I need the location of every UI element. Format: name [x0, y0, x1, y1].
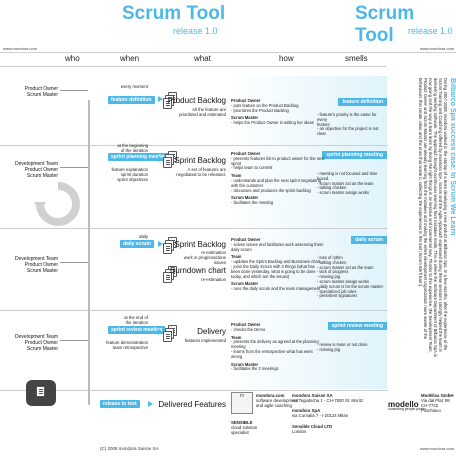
row3-arrow-icon	[158, 241, 163, 247]
row4-artdesc: features implemented	[184, 338, 226, 343]
title-right: Scrum Tool	[355, 3, 415, 46]
final-artifact: Delivered Features	[158, 400, 226, 409]
row3-smells: - loss of rythm- talking chicken- scrum …	[317, 255, 383, 299]
document-stack-icon	[163, 237, 179, 255]
copyright: (C) 2008 mondora Suisse SA	[100, 446, 159, 451]
flow-line	[88, 100, 90, 405]
row-divider	[0, 310, 388, 311]
final-arrow-icon	[148, 401, 153, 407]
success-case-heading: Bilbarco Spa success case: In Scrum We L…	[449, 78, 456, 236]
row1-roles: Product Owner Scrum Master	[24, 86, 58, 98]
row1-pill: feature definition	[108, 96, 155, 104]
site-right: www.mondora.com	[420, 46, 455, 51]
row1-band: feature definition	[338, 98, 387, 106]
row2-pill: sprint planning meeting	[108, 153, 171, 161]
col-who: who	[65, 54, 80, 63]
row-divider	[0, 390, 388, 391]
row2-arrow-icon	[158, 156, 163, 162]
row2-band: sprint planning meeting	[322, 151, 387, 159]
row1-how: Product Owner - puts feature on the Prod…	[231, 98, 314, 126]
success-case-panel: Bilbarco Spa success case: In Scrum We L…	[388, 78, 456, 358]
row3-connector	[60, 262, 88, 263]
release-left: release 1.0	[173, 26, 218, 36]
row3-when: daily	[139, 234, 148, 239]
row2-how: Product Owner - presents features list t…	[231, 151, 325, 206]
col-when: when	[120, 54, 140, 63]
row4-pill: sprint review meeting	[108, 326, 166, 334]
title-left: Scrum Tool	[122, 3, 226, 24]
row1-when: every moment	[120, 84, 148, 89]
row1-arrow-icon	[158, 96, 163, 102]
row4-smells: - review is mute or not done- missing pi…	[317, 342, 368, 352]
row-divider	[0, 145, 388, 146]
success-case-body: During 2007-2008, mondora worked in the …	[417, 78, 448, 357]
site-left: www.mondora.com	[3, 46, 38, 51]
row1-smells: - feature's priority is the same for eve…	[317, 112, 379, 137]
iteration-cycle-icon	[34, 182, 80, 226]
row4-arrow-icon	[158, 329, 163, 335]
row2-artifact: Sprint Backlog	[174, 156, 226, 165]
row3-artdesc2: re-estimation	[201, 277, 226, 282]
row4-how: Product Owner - checks the Demo Team - p…	[231, 322, 319, 372]
delivered-box-icon	[26, 380, 56, 406]
row-divider	[0, 228, 388, 229]
row3-artifact: Sprint Backlog	[174, 240, 226, 249]
row4-band: sprint review meeting	[327, 322, 387, 330]
row3-band: daily scrum	[351, 236, 387, 244]
header-divider-2	[0, 66, 386, 67]
how-panel	[229, 76, 387, 389]
document-stack-icon	[163, 151, 179, 169]
col-what: what	[194, 54, 211, 63]
header-divider	[0, 52, 456, 53]
final-pill: release to test	[100, 400, 140, 408]
col-smells: smells	[345, 54, 368, 63]
document-stack-icon	[163, 92, 179, 110]
row4-connector	[60, 340, 88, 341]
mondora-logo: m	[231, 392, 253, 414]
row3-pill: daily scrum	[120, 240, 154, 248]
row2-connector	[60, 167, 88, 168]
col-how: how	[279, 54, 294, 63]
document-stack-icon	[163, 325, 179, 343]
document-stack-icon	[163, 266, 179, 284]
row3-how: Product Owner - solves issues and facili…	[231, 237, 324, 292]
row4-artifact: Delivery	[197, 327, 226, 336]
row1-connector	[60, 90, 88, 91]
footer-site: www.mondora.com	[420, 446, 455, 451]
row3-artifact2: Burndown chart	[169, 266, 226, 275]
row1-artifact: Product Backlog	[167, 96, 226, 105]
release-right: release 1.0	[408, 26, 453, 36]
